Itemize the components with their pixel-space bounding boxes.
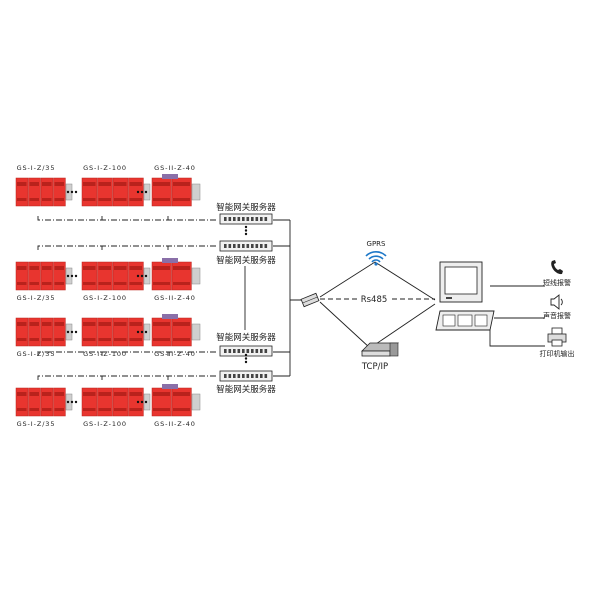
spd-module xyxy=(151,258,201,291)
gprs-link-line xyxy=(319,261,436,301)
vertical-ellipsis xyxy=(244,353,248,364)
speaker-icon xyxy=(550,294,563,310)
gateway-label: 智能网关服务器 xyxy=(216,255,276,266)
printer-icon xyxy=(547,327,567,347)
computer-icon xyxy=(435,261,495,331)
spd-model-label: GS-I-Z-100 xyxy=(83,164,127,172)
spd-model-label: GS-I-Z-100 xyxy=(83,294,127,302)
spd-module xyxy=(15,261,73,291)
spd-bus-line xyxy=(37,375,218,380)
spd-row: GS-I-Z/35 GS-I-Z-100 GS-II-Z-40 xyxy=(15,375,218,428)
gateway-server: 智能网关服务器 xyxy=(216,332,276,357)
ellipsis-dots xyxy=(136,330,148,334)
spd-row: GS-I-Z/35 GS-I-Z-100 GS-II-Z-40 xyxy=(15,245,218,302)
ellipsis-dots xyxy=(66,190,78,194)
gateway-label: 智能网关服务器 xyxy=(216,332,276,343)
ellipsis-dots xyxy=(136,274,148,278)
sound-alarm-label: 声音报警 xyxy=(543,311,571,320)
spd-model-label: GS-II-Z-40 xyxy=(154,350,196,358)
printer-output-label: 打印机输出 xyxy=(540,349,575,358)
spd-model-label: GS-II-Z-40 xyxy=(154,294,196,302)
spd-module xyxy=(15,387,73,417)
spd-model-label: GS-I-Z/35 xyxy=(17,164,56,172)
spd-module xyxy=(81,317,151,347)
spd-row: GS-I-Z/35 GS-I-Z-100 GS-II-Z-40 xyxy=(15,164,218,221)
phone-icon xyxy=(551,260,563,275)
spd-model-label: GS-I-Z/35 xyxy=(17,350,56,358)
spd-module xyxy=(15,177,73,207)
spd-module xyxy=(151,314,201,347)
rs485-label: Rs485 xyxy=(361,295,388,305)
spd-module xyxy=(81,177,151,207)
spd-bus-line xyxy=(37,216,218,221)
spd-bus-line xyxy=(37,351,218,356)
spd-module xyxy=(81,261,151,291)
gateway-server: 智能网关服务器 xyxy=(216,240,276,266)
vertical-ellipsis xyxy=(244,225,248,236)
spd-bus-line xyxy=(37,245,218,250)
gprs-label: GPRS xyxy=(367,240,387,248)
spd-model-label: GS-I-Z/35 xyxy=(17,294,56,302)
gateway-label: 智能网关服务器 xyxy=(216,384,276,395)
spd-module xyxy=(81,387,151,417)
spd-model-label: GS-II-Z-40 xyxy=(154,420,196,428)
spd-row: GS-I-Z/35 GS-I-Z-100 GS-II-Z-40 xyxy=(15,314,218,358)
tcpip-link-line xyxy=(319,301,436,349)
output-lines xyxy=(489,285,545,347)
sms-alarm-label: 短线报警 xyxy=(543,278,571,287)
gateway-bus-line xyxy=(273,219,310,377)
wifi-icon xyxy=(365,251,387,266)
tcpip-label: TCP/IP xyxy=(361,362,388,372)
spd-model-label: GS-I-Z/35 xyxy=(17,420,56,428)
spd-model-label: GS-I-Z-100 xyxy=(83,420,127,428)
ellipsis-dots xyxy=(136,190,148,194)
ellipsis-dots xyxy=(66,330,78,334)
ellipsis-dots xyxy=(66,400,78,404)
spd-model-label: GS-I-Z-100 xyxy=(83,350,127,358)
ellipsis-dots xyxy=(66,274,78,278)
gateway-server: 智能网关服务器 xyxy=(216,202,276,225)
gateway-label: 智能网关服务器 xyxy=(216,202,276,213)
router-icon xyxy=(361,342,399,357)
gateway-server: 智能网关服务器 xyxy=(216,370,276,395)
spd-module xyxy=(151,174,201,207)
spd-model-label: GS-II-Z-40 xyxy=(154,164,196,172)
spd-module xyxy=(151,384,201,417)
rs485-label-bg xyxy=(359,294,389,304)
converter-icon xyxy=(300,292,320,308)
spd-module xyxy=(15,317,73,347)
ellipsis-dots xyxy=(136,400,148,404)
